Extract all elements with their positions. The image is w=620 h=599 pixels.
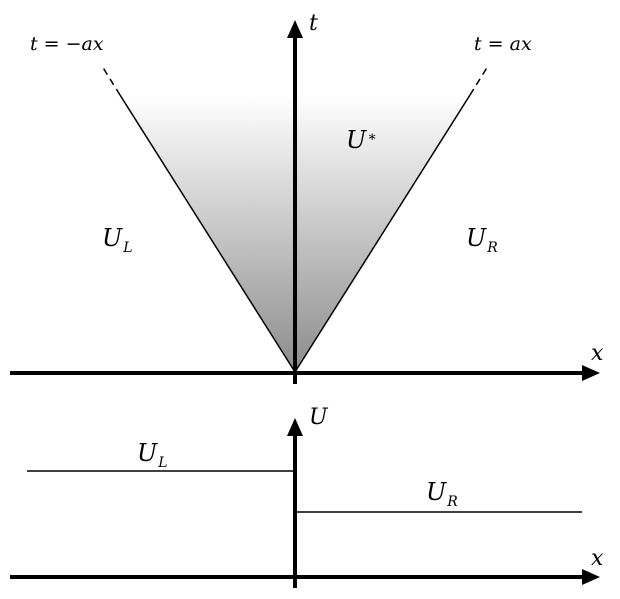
t-axis-arrowhead <box>287 20 303 38</box>
xt-diagram: x t t = −ax t = ax U∗ UL UR <box>10 11 604 384</box>
star-state-label: U∗ <box>346 126 377 154</box>
right-characteristic-dashed <box>469 65 489 96</box>
left-characteristic-label: t = −ax <box>30 33 104 55</box>
left-state-label: UL <box>102 224 133 256</box>
right-state-label: UR <box>466 224 498 256</box>
right-characteristic-line <box>294 94 471 373</box>
right-characteristic-label: t = ax <box>474 33 532 55</box>
bottom-x-axis-arrowhead <box>582 569 600 585</box>
left-characteristic-line <box>119 94 296 373</box>
bottom-right-state-label: UR <box>426 478 458 510</box>
bottom-left-state-label: UL <box>137 439 168 471</box>
bottom-x-axis-label: x <box>591 546 604 571</box>
u-axis-arrowhead <box>287 418 303 436</box>
left-characteristic-dashed <box>101 65 121 96</box>
initial-profile-plot: x U UL UR <box>10 405 604 588</box>
t-axis-label: t <box>309 11 318 36</box>
top-x-axis-arrowhead <box>582 365 600 381</box>
u-axis-label: U <box>309 405 329 430</box>
top-x-axis-label: x <box>591 341 604 366</box>
